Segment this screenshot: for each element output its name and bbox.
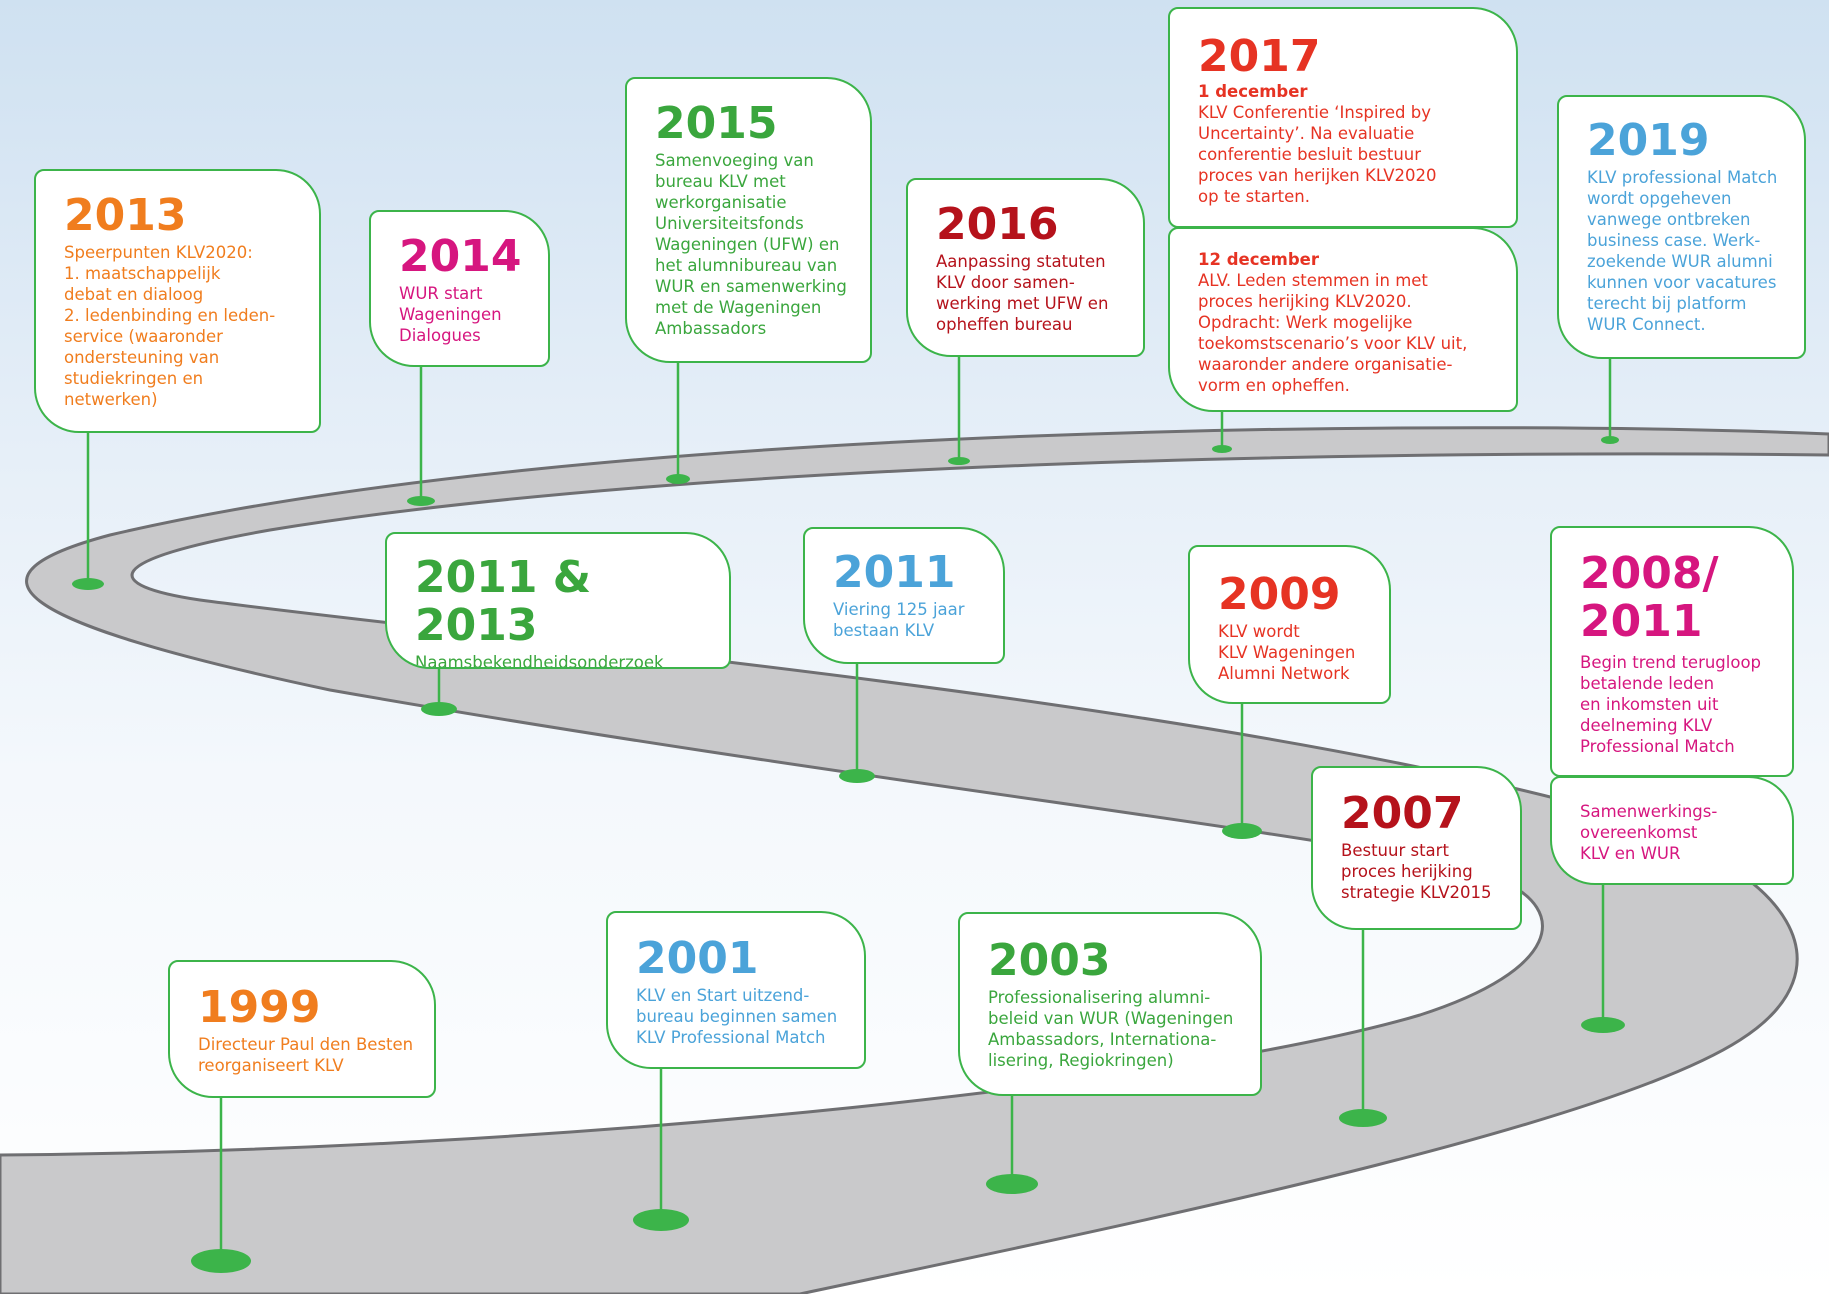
milestone-description: Aanpassing statuten KLV door samen- werk…: [936, 252, 1109, 334]
milestone-year: 2009: [1218, 569, 1341, 620]
milestone-description: ALV. Leden stemmen in met proces herijki…: [1198, 271, 1468, 395]
milestone-description: Professionalisering alumni- beleid van W…: [988, 988, 1234, 1070]
milestone-card-2013-speerpunten: 2013 Speerpunten KLV2020: 1. maatschappe…: [34, 169, 321, 433]
milestone-description: KLV professional Match wordt opgeheven v…: [1587, 168, 1778, 334]
milestone-card-1999: 1999 Directeur Paul den Besten reorganis…: [168, 960, 436, 1098]
milestone-year: 2017: [1198, 31, 1321, 82]
milestone-card-2001: 2001 KLV en Start uitzend- bureau beginn…: [606, 911, 866, 1069]
milestone-year: 2003: [988, 935, 1111, 986]
milestone-description: KLV Conferentie ‘Inspired by Uncertainty…: [1198, 103, 1437, 206]
milestone-card-2011-2013: 2011 & 2013 Naamsbekendheidsonderzoek en…: [385, 532, 731, 669]
milestone-year: 2011 & 2013: [415, 552, 592, 651]
milestone-date: 12 december: [1198, 250, 1320, 269]
milestone-description: Directeur Paul den Besten reorganiseert …: [198, 1035, 414, 1075]
milestone-year: 2014: [399, 231, 522, 282]
milestone-year: 2015: [655, 98, 778, 149]
milestone-year: 2013: [64, 190, 187, 241]
milestone-description: KLV en Start uitzend- bureau beginnen sa…: [636, 986, 838, 1047]
milestone-description: Samenwerkings- overeenkomst KLV en WUR: [1580, 802, 1718, 863]
milestone-description: Samenvoeging van bureau KLV met werkorga…: [655, 151, 847, 338]
milestone-description: Bestuur start proces herijking strategie…: [1341, 841, 1492, 902]
milestone-card-2017-1-december: 2017 1 december KLV Conferentie ‘Inspire…: [1168, 7, 1518, 228]
milestone-card-2014: 2014 WUR start Wageningen Dialogues: [369, 210, 550, 367]
milestone-description: Begin trend terugloop betalende leden en…: [1580, 653, 1762, 756]
milestone-card-2015: 2015 Samenvoeging van bureau KLV met wer…: [625, 77, 872, 363]
milestone-year: 2007: [1341, 788, 1464, 839]
milestone-description: KLV wordt KLV Wageningen Alumni Network: [1218, 622, 1356, 683]
milestone-card-2016: 2016 Aanpassing statuten KLV door samen-…: [906, 178, 1145, 357]
milestone-year: 2008/ 2011: [1580, 548, 1719, 647]
milestone-description: Viering 125 jaar bestaan KLV: [833, 600, 965, 640]
milestone-description: Naamsbekendheidsonderzoek en rondetafelg…: [415, 653, 664, 669]
milestone-card-2019: 2019 KLV professional Match wordt opgehe…: [1557, 95, 1806, 359]
milestone-card-2009: 2009 KLV wordt KLV Wageningen Alumni Net…: [1188, 545, 1391, 704]
milestone-card-2008-2011: 2008/ 2011 Begin trend terugloop betalen…: [1550, 526, 1794, 777]
milestone-card-samenwerkingsovereenkomst: Samenwerkings- overeenkomst KLV en WUR: [1550, 776, 1794, 885]
milestone-card-2017-12-december: 12 december ALV. Leden stemmen in met pr…: [1168, 227, 1518, 412]
milestone-description: WUR start Wageningen Dialogues: [399, 284, 502, 345]
milestone-card-2007: 2007 Bestuur start proces herijking stra…: [1311, 766, 1522, 930]
marker-poles: [86, 356, 1612, 1261]
milestone-description: Speerpunten KLV2020: 1. maatschappelijk …: [64, 243, 276, 409]
milestone-card-2003: 2003 Professionalisering alumni- beleid …: [958, 912, 1262, 1096]
milestone-card-2011: 2011 Viering 125 jaar bestaan KLV: [803, 527, 1005, 664]
milestone-year: 2001: [636, 933, 759, 984]
milestone-year: 2019: [1587, 115, 1710, 166]
milestone-year: 1999: [198, 982, 321, 1033]
milestone-year: 2011: [833, 547, 956, 598]
milestone-year: 2016: [936, 199, 1059, 250]
milestone-date: 1 december: [1198, 82, 1308, 101]
